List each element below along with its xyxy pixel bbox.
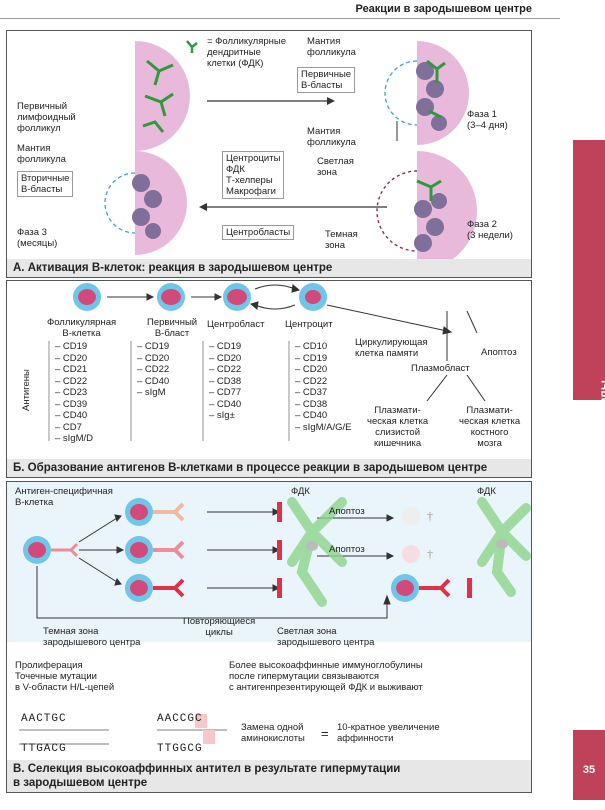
mantle-label-3: Мантия фолликула bbox=[17, 143, 66, 165]
panel-b-diagram bbox=[48, 283, 486, 441]
panel-b-caption: Б. Образование антигенов В-клетками в пр… bbox=[7, 459, 531, 477]
repeated-cycles-label: Повторяющиеся циклы bbox=[183, 616, 256, 638]
proliferation-label: Пролиферация Точечные мутации в V-област… bbox=[15, 660, 115, 693]
dna-bottom-1: TTGACG bbox=[21, 743, 67, 755]
header-title: Реакции в зародышевом центре bbox=[355, 3, 533, 15]
mantle-label-2: Мантия фолликула bbox=[307, 126, 356, 148]
side-tab-label: Фундаментальные принципы bbox=[597, 380, 605, 558]
panel-c: † † Антиген-специфичная В-клетка ФДК ФДК… bbox=[6, 481, 532, 793]
plasma-marrow-label: Плазмати- ческая клетка костного мозга bbox=[459, 405, 521, 449]
panel-a-caption: А. Активация В-клеток: реакция в зародыш… bbox=[7, 259, 531, 277]
svg-text:†: † bbox=[427, 547, 433, 561]
phase3-label: Фаза 3 (месяцы) bbox=[17, 227, 58, 249]
apoptosis-label-1: Апоптоз bbox=[329, 506, 365, 517]
bcell-icons bbox=[73, 283, 327, 311]
phase1-nuclei bbox=[416, 62, 447, 131]
phase1-label: Фаза 1 (3–4 дня) bbox=[467, 109, 508, 131]
antigen-column-1: – CD19– CD20– CD21 – CD22– CD23– CD39 – … bbox=[55, 341, 94, 444]
cell-label-2: Первичный В-бласт bbox=[147, 317, 198, 339]
page-header: Реакции в зародышевом центре bbox=[0, 0, 560, 19]
apoptosis-label: Апоптоз bbox=[481, 347, 517, 358]
plasma-mucosa-label: Плазмати- ческая клетка слизистой кишечн… bbox=[367, 405, 429, 449]
cell-label-3: Центробласт bbox=[207, 319, 265, 330]
fdc-legend-label: = Фолликулярные дендритные клетки (ФДК) bbox=[207, 36, 287, 69]
dark-zone-label: Темная зона bbox=[325, 229, 358, 251]
antigens-label: Антигены bbox=[21, 369, 32, 411]
centroblasts-label: Центробласты bbox=[222, 225, 295, 240]
antigen-column-4: – CD10– CD19– CD20 – CD22– CD37– CD38 – … bbox=[295, 341, 352, 433]
antigen-column-3: – CD19– CD20– CD22 – CD38– CD77– CD40 – … bbox=[209, 341, 242, 421]
plasmablast-label: Плазмобласт bbox=[411, 363, 470, 374]
light-zone-label: Светлая зона зародышевого центра bbox=[277, 626, 375, 648]
dna-bottom-2: TTGGCG bbox=[157, 743, 203, 755]
antigen-bars bbox=[277, 502, 472, 598]
bcell-icons bbox=[23, 498, 419, 602]
primary-follicle-shape bbox=[135, 41, 190, 151]
dark-zone-label: Темная зона зародышевого центра bbox=[43, 626, 141, 648]
primary-follicle-label: Первичный лимфоидный фолликул bbox=[17, 101, 76, 134]
fdc-icon-2 bbox=[477, 497, 531, 597]
memory-cell-label: Циркулирующая клетка памяти bbox=[355, 337, 428, 359]
fdc-icon-1 bbox=[287, 497, 347, 607]
side-tab bbox=[573, 140, 605, 400]
panel-b: Фолликулярная В-клетка Первичный В-бласт… bbox=[6, 280, 532, 478]
antigen-column-2: – CD19– CD20– CD22 – CD40– sIgM bbox=[137, 341, 170, 398]
mantle-label-1: Мантия фолликула bbox=[307, 36, 356, 58]
cell-label-4: Центроцит bbox=[285, 319, 333, 330]
phase2-nuclei bbox=[414, 193, 447, 252]
phase2-label: Фаза 2 (3 недели) bbox=[467, 219, 513, 241]
svg-text:†: † bbox=[427, 509, 433, 523]
secondary-bblasts-label: Вторичные В-бласты bbox=[17, 171, 74, 197]
primary-bblasts-label: Первичные В-бласты bbox=[297, 67, 356, 93]
cell-label-1: Фолликулярная В-клетка bbox=[47, 317, 117, 339]
phase3-nuclei bbox=[132, 174, 162, 239]
antigen-specific-label: Антиген-специфичная В-клетка bbox=[15, 486, 113, 508]
cells-list-label: Центроциты ФДК Т-хелперы Макрофаги bbox=[222, 151, 285, 199]
high-affinity-label: Более высокоаффинные иммуноглобулины пос… bbox=[229, 660, 423, 693]
light-zone-label: Светлая зона bbox=[317, 156, 354, 178]
fdc-label-2: ФДК bbox=[477, 486, 496, 497]
fdc-network-icon bbox=[142, 59, 174, 133]
panel-a-diagram bbox=[104, 40, 477, 271]
page-number: 35 bbox=[573, 730, 605, 800]
dna-top-2: AACCGC bbox=[157, 713, 203, 725]
substitution-label: Замена одной аминокислоты bbox=[241, 722, 305, 744]
apoptosis-label-2: Апоптоз bbox=[329, 544, 365, 555]
equals-sign: = bbox=[321, 726, 329, 741]
dna-top-1: AACTGC bbox=[21, 713, 67, 725]
panel-c-caption: В. Селекция высокоаффинных антител в рез… bbox=[7, 760, 531, 792]
increase-label: 10-кратное увеличение аффинности bbox=[337, 722, 440, 744]
panel-a: = Фолликулярные дендритные клетки (ФДК) … bbox=[6, 30, 532, 278]
fdc-label-1: ФДК bbox=[291, 486, 310, 497]
panel-c-diagram: † † bbox=[7, 482, 531, 745]
phase2-follicle-shape bbox=[417, 151, 477, 271]
fdc-legend-icon bbox=[186, 40, 198, 53]
